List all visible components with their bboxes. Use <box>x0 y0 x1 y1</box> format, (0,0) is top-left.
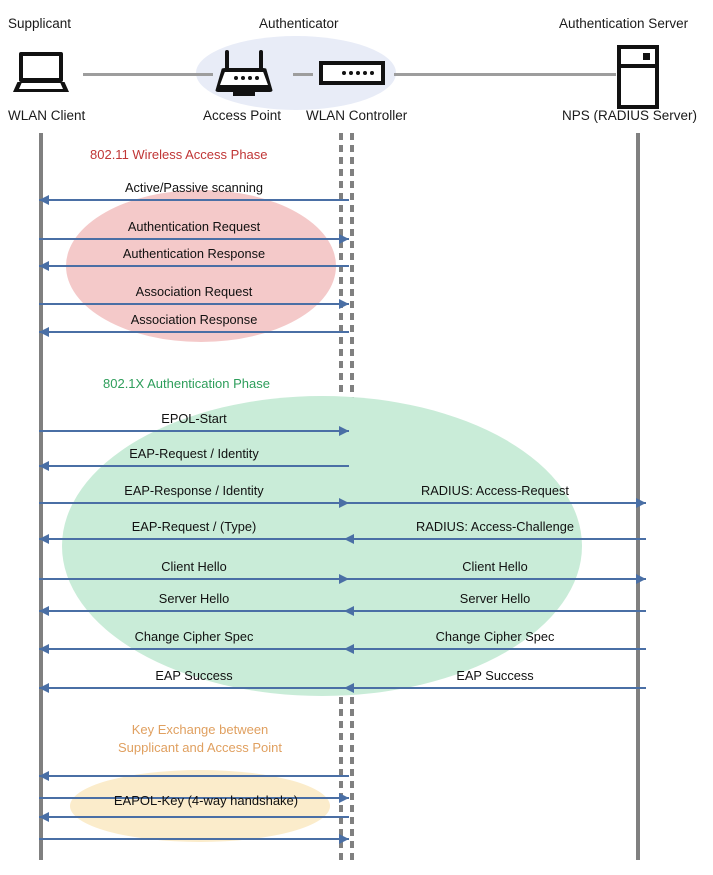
message-left-arrowhead-left-icon <box>39 644 49 654</box>
message-left-arrowhead-left-icon <box>39 327 49 337</box>
message-left-arrowhead-right-icon <box>339 299 349 309</box>
key-exchange-line <box>39 816 349 818</box>
message-right-arrowhead-left-icon <box>344 606 354 616</box>
wlan-controller-icon <box>319 61 385 85</box>
message-right-label: RADIUS: Access-Challenge <box>416 519 574 534</box>
lifeline-nps <box>636 133 640 860</box>
wire-client-to-ap <box>83 73 213 76</box>
key-exchange-line <box>39 797 349 799</box>
message-right-line <box>344 687 646 689</box>
message-left-arrowhead-left-icon <box>39 534 49 544</box>
key-exchange-line <box>39 838 349 840</box>
actor-role-authentication-server: Authentication Server <box>559 16 689 31</box>
message-left-line <box>39 199 349 201</box>
message-left-label: EAP-Request / (Type) <box>131 519 257 534</box>
phase-label-key-exchange: Key Exchange between Supplicant and Acce… <box>101 721 299 757</box>
message-left-line <box>39 465 349 467</box>
message-left-label: EAP-Request / Identity <box>129 446 259 461</box>
message-right-line <box>344 538 646 540</box>
message-left-label: Authentication Request <box>127 219 261 234</box>
key-exchange-arrowhead-right-icon <box>339 834 349 844</box>
message-left-label: EAP Success <box>155 668 233 683</box>
lifeline-supplicant <box>39 133 43 860</box>
actor-device-nps: NPS (RADIUS Server) <box>562 108 698 123</box>
message-right-arrowhead-left-icon <box>344 644 354 654</box>
phase-label-key-exchange-line2: Supplicant and Access Point <box>117 740 283 755</box>
message-left-line <box>39 610 349 612</box>
key-exchange-label: EAPOL-Key (4-way handshake) <box>113 793 299 808</box>
message-left-label: Server Hello <box>158 591 230 606</box>
message-right-line <box>344 648 646 650</box>
phase-blob-802-1x <box>62 396 582 696</box>
message-right-label: Server Hello <box>459 591 531 606</box>
access-point-icon <box>215 50 273 97</box>
message-left-line <box>39 303 349 305</box>
actor-device-wlan-controller: WLAN Controller <box>306 108 408 123</box>
message-left-line <box>39 238 349 240</box>
message-right-label: EAP Success <box>456 668 534 683</box>
message-left-label: Active/Passive scanning <box>125 180 263 195</box>
message-right-label: RADIUS: Access-Request <box>421 483 569 498</box>
message-left-line <box>39 502 349 504</box>
actor-device-wlan-client: WLAN Client <box>8 108 86 123</box>
key-exchange-arrowhead-right-icon <box>339 793 349 803</box>
phase-label-802-11: 802.11 Wireless Access Phase <box>90 147 268 162</box>
message-right-label: Client Hello <box>462 559 528 574</box>
message-right-line <box>344 578 646 580</box>
actor-role-supplicant: Supplicant <box>8 16 72 31</box>
message-right-arrowhead-left-icon <box>344 534 354 544</box>
message-left-label: Client Hello <box>161 559 227 574</box>
phase-label-key-exchange-line1: Key Exchange between <box>131 722 269 737</box>
key-exchange-line <box>39 775 349 777</box>
message-right-arrowhead-left-icon <box>344 683 354 693</box>
message-left-label: Change Cipher Spec <box>134 629 254 644</box>
message-left-arrowhead-left-icon <box>39 683 49 693</box>
message-left-label: Association Response <box>130 312 258 327</box>
actor-device-access-point: Access Point <box>203 108 282 123</box>
wire-controller-to-nps <box>394 73 616 76</box>
server-icon <box>617 45 659 109</box>
message-left-line <box>39 265 349 267</box>
phase-blob-key-exchange <box>70 770 330 842</box>
message-left-line <box>39 331 349 333</box>
message-left-line <box>39 430 349 432</box>
message-left-arrowhead-left-icon <box>39 261 49 271</box>
actor-role-authenticator: Authenticator <box>259 16 339 31</box>
key-exchange-arrowhead-left-icon <box>39 771 49 781</box>
message-left-arrowhead-left-icon <box>39 606 49 616</box>
key-exchange-arrowhead-left-icon <box>39 812 49 822</box>
message-left-arrowhead-right-icon <box>339 426 349 436</box>
laptop-icon <box>13 52 69 94</box>
message-left-line <box>39 578 349 580</box>
message-right-line <box>344 610 646 612</box>
wire-ap-to-controller <box>293 73 313 76</box>
message-left-label: EPOL-Start <box>161 411 227 426</box>
message-left-line <box>39 648 349 650</box>
message-left-arrowhead-right-icon <box>339 234 349 244</box>
message-left-label: Association Request <box>135 284 253 299</box>
message-left-label: EAP-Response / Identity <box>124 483 264 498</box>
message-left-arrowhead-left-icon <box>39 195 49 205</box>
message-right-label: Change Cipher Spec <box>435 629 555 644</box>
message-left-label: Authentication Response <box>122 246 266 261</box>
message-left-line <box>39 538 349 540</box>
message-right-arrowhead-right-icon <box>636 574 646 584</box>
message-right-line <box>344 502 646 504</box>
phase-label-802-1x: 802.1X Authentication Phase <box>103 376 270 391</box>
message-left-arrowhead-left-icon <box>39 461 49 471</box>
message-right-arrowhead-right-icon <box>636 498 646 508</box>
message-left-line <box>39 687 349 689</box>
